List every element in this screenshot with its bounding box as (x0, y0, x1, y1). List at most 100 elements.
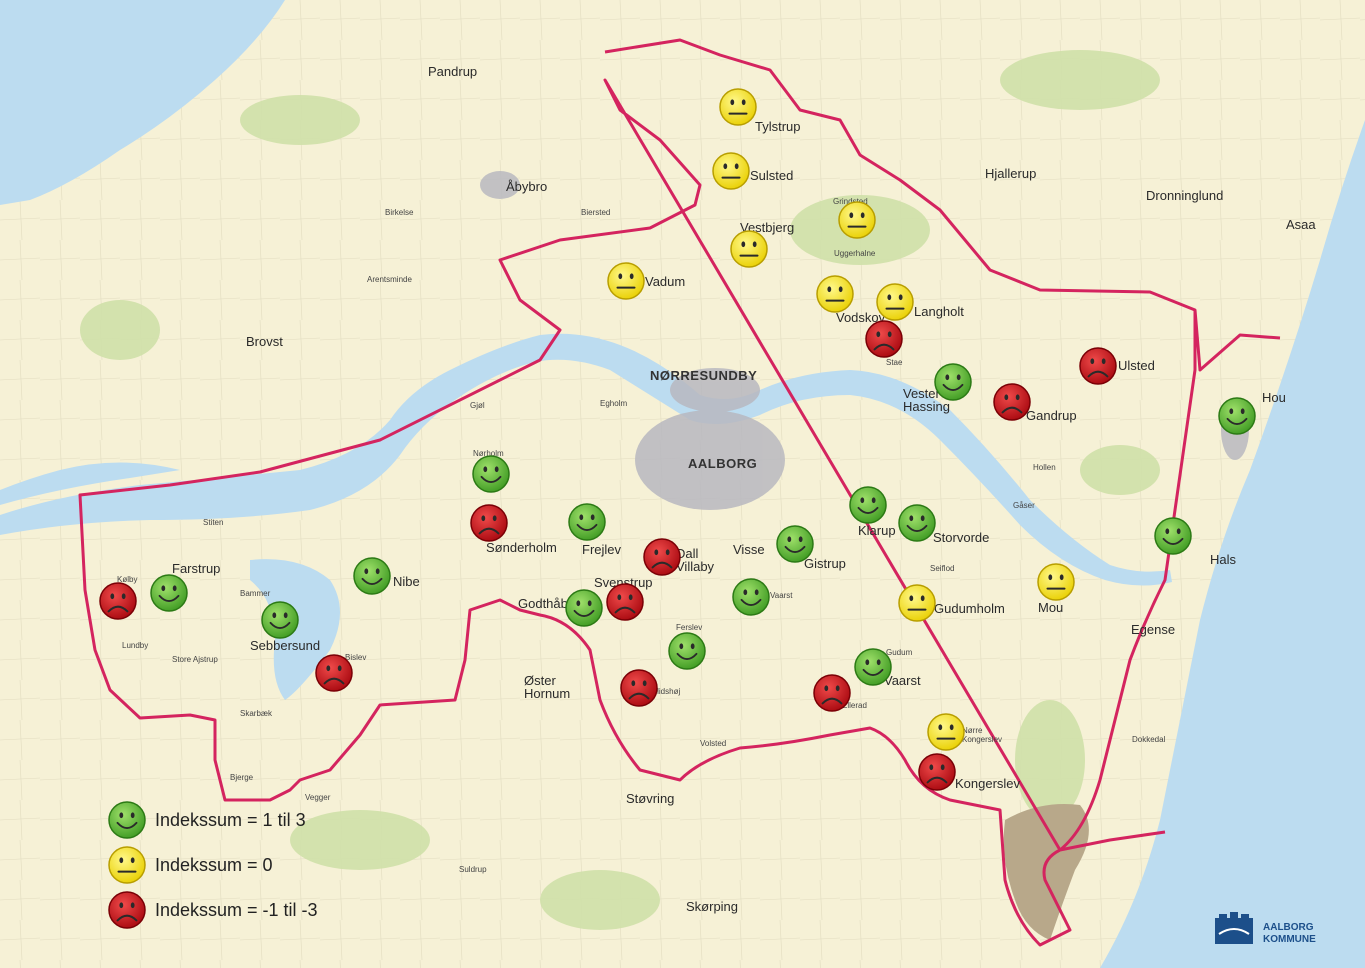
happy-face-icon (934, 363, 972, 401)
happy-face-icon (472, 455, 510, 493)
place-label-sulsted: Sulsted (750, 168, 793, 183)
place-label-aalborg: AALBORG (688, 456, 757, 471)
place-label-gaser: Gåser (1013, 501, 1035, 510)
smiley-markers (99, 88, 1256, 791)
sad-face-icon (470, 504, 508, 542)
place-label-sebbersund: Sebbersund (250, 638, 320, 653)
place-label-gudum: Gudum (886, 648, 913, 657)
place-label-bamse: Bammer (240, 589, 271, 598)
place-label-skerbaek: Skarbæk (240, 709, 273, 718)
place-label-vadum: Vadum (645, 274, 685, 289)
place-label-stoevring: Støvring (626, 791, 674, 806)
logo-line2: KOMMUNE (1263, 934, 1316, 945)
place-label-tylstrup: Tylstrup (755, 119, 801, 134)
neutral-face-icon (816, 275, 854, 313)
place-label-bislev: Bislev (345, 653, 366, 662)
sad-face-icon (1079, 347, 1117, 385)
legend: Indekssum = 1 til 3 Indekssum = 0 Indekssu… (108, 801, 318, 929)
place-label-gistrup: Gistrup (804, 556, 846, 571)
happy-face-icon (565, 589, 603, 627)
place-label-sulsted-small: Suldrup (459, 865, 487, 874)
place-label-visse: Visse (733, 542, 765, 557)
sea-kattegat (1100, 120, 1365, 968)
sad-face-icon (643, 538, 681, 576)
place-label-ellidshoj: Ellidshøj (650, 687, 680, 696)
place-label-ellerad: Ellerad (842, 701, 867, 710)
place-label-noerresundby: NØRRESUNDBY (650, 368, 757, 383)
neutral-face-icon (927, 713, 965, 751)
place-label-dronninglund: Dronninglund (1146, 188, 1223, 203)
place-label-hollen: Hollen (1033, 463, 1056, 472)
sad-face-icon (315, 654, 353, 692)
place-label-mou: Mou (1038, 600, 1063, 615)
place-label-gudumholm: Gudumholm (934, 601, 1005, 616)
sad-face-icon (813, 674, 851, 712)
happy-face-icon (668, 632, 706, 670)
place-label-biersted: Biersted (581, 208, 610, 217)
sad-face-icon (99, 582, 137, 620)
place-label-arentsminde: Arentsminde (367, 275, 412, 284)
marsh-area (1003, 804, 1089, 940)
place-label-hou: Hou (1262, 390, 1286, 405)
place-label-pandrup: Pandrup (428, 64, 477, 79)
place-label-hals: Hals (1210, 552, 1237, 567)
neutral-face-icon (898, 584, 936, 622)
place-label-kongerslev: Kongerslev (955, 776, 1021, 791)
legend-neutral-face-icon (108, 846, 146, 884)
place-label-egholm: Egholm (600, 399, 627, 408)
legend-happy-face-icon (108, 801, 146, 839)
legend-label: Indekssum = 1 til 3 (155, 810, 306, 830)
place-label-store-ajstrup: Store Ajstrup (172, 655, 218, 664)
place-label-lundby: Lundby (122, 641, 148, 650)
place-label-noerholm: Nørholm (473, 449, 504, 458)
happy-face-icon (261, 601, 299, 639)
happy-face-icon (150, 574, 188, 612)
place-label-seiflod: Seiflod (930, 564, 954, 573)
place-label-vaarst: Vaarst (884, 673, 921, 688)
place-label-klarup: Klarup (858, 523, 896, 538)
woodland-patches (80, 50, 1160, 930)
happy-face-icon (849, 486, 887, 524)
place-label-gjol: Gjøl (470, 401, 485, 410)
place-label-godthaab: Godthåb (518, 596, 568, 611)
happy-face-icon (898, 504, 936, 542)
neutral-face-icon (838, 201, 876, 239)
legend-sad-face-icon (108, 891, 146, 929)
place-label-skorping: Skørping (686, 899, 738, 914)
city-crest-icon (1215, 912, 1253, 944)
sad-face-icon (606, 583, 644, 621)
place-label-steen: Stiten (203, 518, 223, 527)
limfjord (0, 333, 1172, 586)
happy-face-icon (1154, 517, 1192, 555)
sad-face-icon (993, 383, 1031, 421)
happy-face-icon (568, 503, 606, 541)
logo-line1: AALBORG (1263, 922, 1314, 933)
place-label-nibe: Nibe (393, 574, 420, 589)
place-label-birkelse: Birkelse (385, 208, 414, 217)
neutral-face-icon (607, 262, 645, 300)
place-label-storvorde: Storvorde (933, 530, 989, 545)
aalborg-kommune-logo: AALBORG KOMMUNE (1215, 912, 1316, 945)
place-label-frejlev: Frejlev (582, 542, 622, 557)
happy-face-icon (1218, 397, 1256, 435)
place-label-ferslev: Ferslev (676, 623, 702, 632)
place-label-volsted: Volsted (700, 739, 726, 748)
sea-northwest (0, 0, 285, 205)
place-label-langholt: Langholt (914, 304, 964, 319)
sad-face-icon (918, 753, 956, 791)
place-label-svenstrup: Svenstrup (594, 575, 653, 590)
legend-label: Indekssum = 0 (155, 855, 273, 875)
place-label-asaa: Asaa (1286, 217, 1316, 232)
place-label-aabybro: Åbybro (506, 179, 547, 194)
legend-label: Indekssum = -1 til -3 (155, 900, 318, 920)
place-label-hjallerup: Hjallerup (985, 166, 1036, 181)
place-label-stae: Stae (886, 358, 903, 367)
place-labels: TylstrupSulstedVestbjergGrindstedVadumVo… (117, 64, 1316, 914)
neutral-face-icon (876, 283, 914, 321)
sad-face-icon (620, 669, 658, 707)
place-label-egense: Egense (1131, 622, 1175, 637)
